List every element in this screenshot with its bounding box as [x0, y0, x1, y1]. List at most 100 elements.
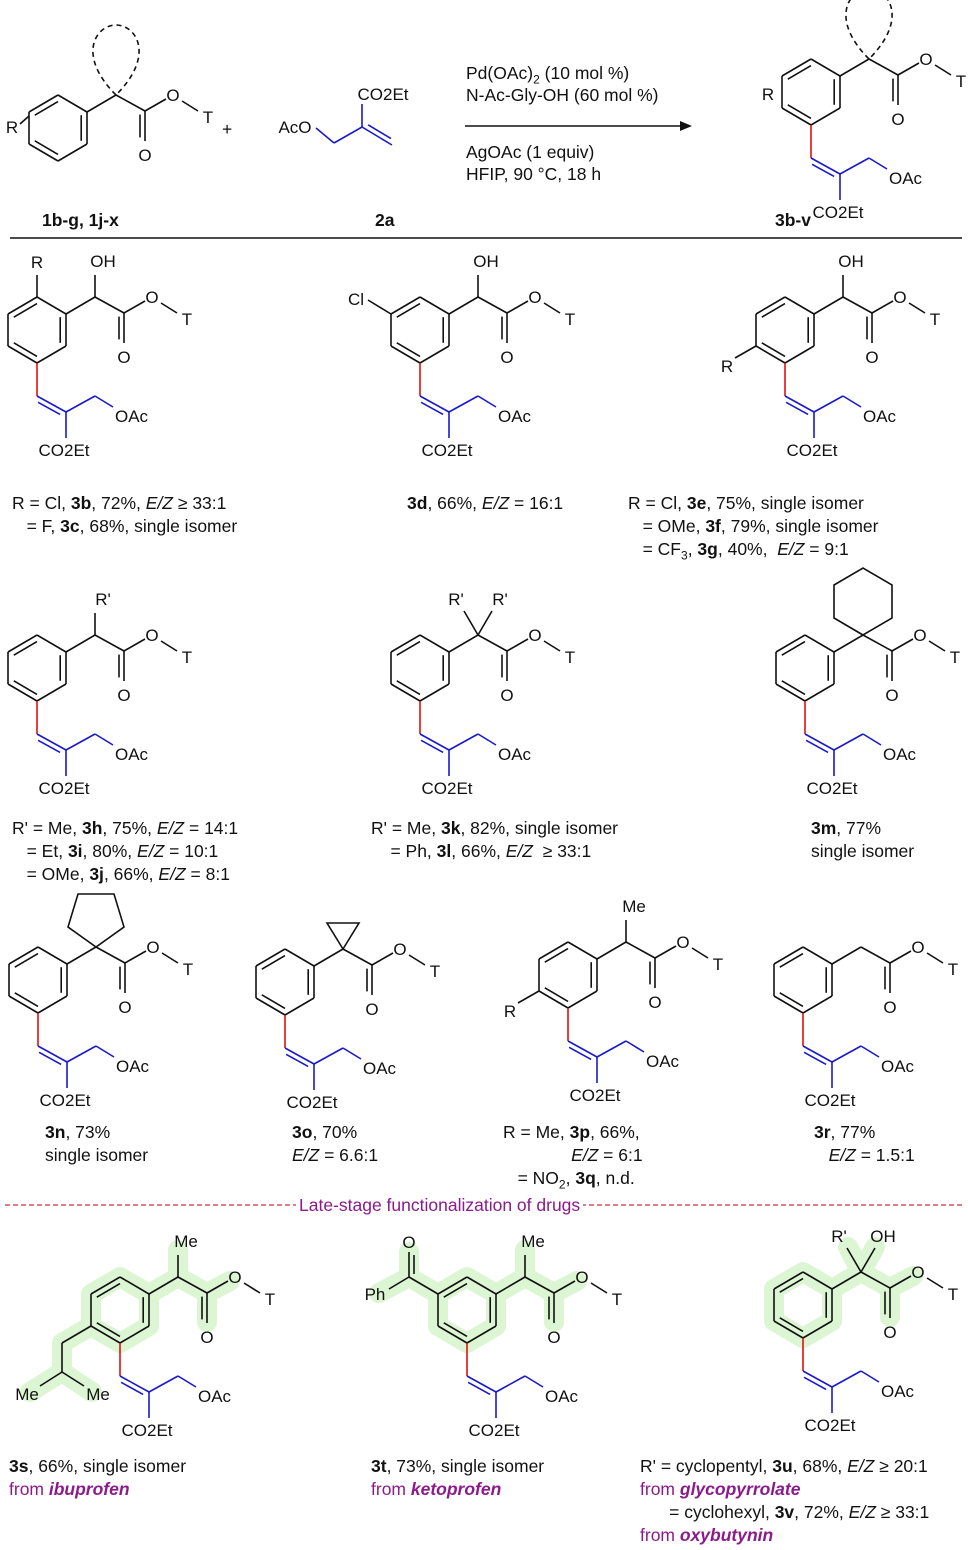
- ring-bond: [781, 58, 812, 77]
- caption-text: R' = Me,: [12, 818, 82, 838]
- carbonyl-oxygen: O: [138, 146, 151, 165]
- bond: [897, 62, 920, 76]
- alpha-substituent-label: R': [448, 590, 464, 609]
- double-bond-inner: [420, 739, 444, 754]
- double-bond-inner: [37, 739, 61, 754]
- ring-bond: [119, 1276, 150, 1295]
- bond: [813, 395, 844, 413]
- caption-line: R' = Me, 3k, 82%, single isomer: [371, 817, 618, 840]
- caption-text: 3r: [814, 1122, 831, 1142]
- oac-label: OAc: [498, 745, 532, 764]
- caption-text: = NO: [503, 1168, 559, 1188]
- ring-bond: [119, 1325, 150, 1344]
- co2et-label: CO2Et: [421, 779, 472, 798]
- ring-inner-bond: [34, 100, 59, 116]
- caption-text: single isomer: [45, 1145, 149, 1165]
- cyclopropane-ring: [325, 922, 361, 951]
- caption-text: , 40%,: [717, 539, 778, 559]
- ring-bond: [419, 296, 450, 315]
- ring-inner-bond: [396, 680, 421, 696]
- bond: [477, 296, 508, 314]
- ring-inner-bond: [761, 342, 786, 358]
- ring-bond: [28, 94, 59, 113]
- co2et-label: CO2Et: [357, 85, 408, 104]
- double-bond: [36, 733, 67, 751]
- caption-3m: 3m, 77%single isomer: [811, 817, 914, 863]
- caption-text: , 66%,: [103, 864, 159, 884]
- bond: [367, 299, 392, 315]
- oac-label: OAc: [116, 1057, 150, 1076]
- bond: [839, 58, 870, 77]
- ring-inner-bond: [261, 954, 286, 970]
- caption-text: = cyclohexyl,: [640, 1502, 775, 1522]
- double-bond: [802, 1370, 833, 1388]
- caption-line: R' = cyclopentyl, 3u, 68%, E/Z ≥ 20:1: [640, 1455, 929, 1478]
- caption-3k: R' = Me, 3k, 82%, single isomer = Ph, 3l…: [371, 817, 618, 863]
- co2et-label: CO2Et: [38, 441, 89, 460]
- bond: [206, 1280, 229, 1294]
- bond: [691, 947, 709, 959]
- ring-bond: [90, 1325, 121, 1344]
- oac-label: OAc: [889, 169, 923, 188]
- caption-text: , 75%, single isomer: [706, 493, 864, 513]
- double-bond: [361, 126, 393, 146]
- caption-text: , 73%, single isomer: [386, 1456, 545, 1476]
- caption-text: 2: [558, 1177, 566, 1192]
- caption-text: R = Me,: [503, 1122, 570, 1142]
- caption-text: R' = Me,: [371, 818, 441, 838]
- bond: [313, 1047, 344, 1065]
- caption-text: , 72%,: [91, 493, 146, 513]
- bond: [477, 733, 497, 746]
- caption-text: E/Z: [145, 493, 173, 513]
- ring-bond: [7, 296, 38, 315]
- caption-text: , 80%,: [82, 841, 138, 861]
- bond: [342, 1047, 362, 1060]
- caption-text: , 82%, single isomer: [460, 818, 619, 838]
- bond: [934, 64, 952, 76]
- bond: [160, 302, 178, 314]
- ring-bond: [7, 683, 38, 702]
- caption-text: [814, 1145, 829, 1165]
- bond: [908, 302, 926, 314]
- double-bond-inner: [805, 739, 829, 754]
- ring-inner-bond: [761, 302, 786, 318]
- bond: [477, 395, 497, 408]
- caption-text: = 9:1: [804, 539, 849, 559]
- ring-bond: [538, 941, 569, 960]
- caption-text: = 1.5:1: [855, 1145, 915, 1165]
- methyl-label: Me: [15, 1385, 39, 1404]
- bond: [177, 1276, 208, 1294]
- carbonyl-oxygen: O: [500, 686, 513, 705]
- alpha-substituent-label: OH: [90, 252, 116, 271]
- ring-bond: [775, 634, 806, 653]
- caption-line: = F, 3c, 68%, single isomer: [12, 515, 238, 538]
- ester-oxygen: O: [228, 1268, 241, 1287]
- bond: [831, 946, 862, 965]
- co2et-label: CO2Et: [812, 203, 863, 222]
- ester-oxygen: O: [145, 288, 158, 307]
- caption-text: 3m: [811, 818, 837, 838]
- aco-label: AcO: [278, 118, 311, 137]
- ring-bond: [755, 345, 786, 364]
- carbonyl-oxygen: O: [365, 1000, 378, 1019]
- caption-text: 3f: [705, 516, 721, 536]
- sm2-label: 2a: [375, 210, 395, 230]
- caption-line: = CF3, 3g, 40%, E/Z = 9:1: [628, 538, 878, 568]
- caption-text: E/Z: [571, 1145, 599, 1165]
- double-bond: [419, 395, 450, 413]
- caption-text: 3n: [45, 1122, 66, 1142]
- bond: [66, 1045, 97, 1063]
- caption-text: = 14:1: [184, 818, 239, 838]
- caption-text: E/Z: [777, 539, 805, 559]
- caption-text: ≥ 33:1: [533, 841, 592, 861]
- caption-text: = Et,: [12, 841, 68, 861]
- tether-label: T: [948, 1285, 958, 1304]
- caption-text: 3q: [575, 1168, 596, 1188]
- ring-inner-bond: [14, 952, 39, 968]
- caption-line: R' = Me, 3h, 75%, E/Z = 14:1: [12, 817, 238, 840]
- ring-inner-bond: [396, 342, 421, 358]
- double-bond: [284, 1047, 315, 1065]
- bond: [833, 634, 864, 653]
- double-bond-inner: [420, 401, 444, 416]
- caption-text: 3u: [772, 1456, 793, 1476]
